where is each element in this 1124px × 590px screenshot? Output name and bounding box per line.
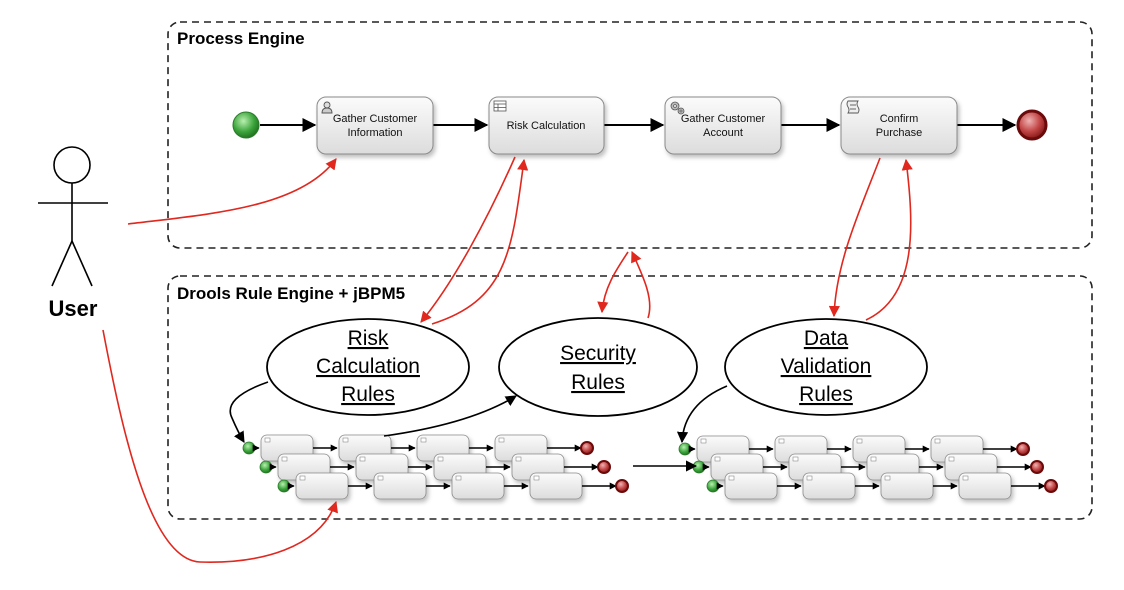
- mini-end-event: [1044, 479, 1058, 493]
- mini-start-event: [692, 460, 706, 474]
- mini-task-icon: [962, 475, 969, 481]
- mini-start-event: [242, 441, 256, 455]
- mini-task-icon: [806, 475, 813, 481]
- task4-label-line2: Purchase: [876, 127, 922, 139]
- rule-engine-title: Drools Rule Engine + jBPM5: [177, 284, 405, 303]
- task3-label-line1: Gather Customer: [681, 113, 766, 125]
- red-user-to-mini-process: [102, 329, 338, 563]
- task3-label-line2: Account: [703, 127, 743, 139]
- mini-task-icon: [856, 438, 863, 444]
- rule2-line1: Security: [560, 342, 636, 365]
- red-risk-task-to-risk-rules: [420, 156, 516, 323]
- mini-task-icon: [884, 475, 891, 481]
- rule1-line1: Risk: [348, 327, 389, 350]
- task-gather-customer-information[interactable]: [316, 96, 434, 155]
- mini-start-event: [259, 460, 273, 474]
- red-user-to-gather-info: [127, 158, 337, 225]
- task4-label-line1: Confirm: [880, 113, 919, 125]
- mini-task-icon: [728, 475, 735, 481]
- mini-process-row: [277, 472, 629, 500]
- red-engine-to-security-rules: [597, 251, 629, 314]
- actor-label: User: [49, 296, 98, 321]
- end-event: [1016, 109, 1048, 141]
- mini-start-event: [706, 479, 720, 493]
- mini-task-icon: [533, 475, 540, 481]
- mini-task-icon: [264, 437, 271, 443]
- rule-security[interactable]: Security Rules: [498, 317, 698, 417]
- mini-end-event: [580, 441, 594, 455]
- script-icon: [846, 100, 860, 114]
- rule-data-validation[interactable]: Data Validation Rules: [724, 318, 928, 416]
- mini-task-icon: [498, 437, 505, 443]
- mini-task-icon: [778, 438, 785, 444]
- task-confirm-purchase[interactable]: [840, 96, 958, 155]
- red-security-rules-to-engine: [631, 250, 651, 319]
- mini-task-icon: [281, 456, 288, 462]
- mini-task-icon: [437, 456, 444, 462]
- task1-label-line1: Gather Customer: [333, 113, 418, 125]
- mini-end-event: [615, 479, 629, 493]
- mini-start-event: [277, 479, 291, 493]
- user-icon: [321, 101, 333, 114]
- task2-label-line1: Risk Calculation: [507, 120, 586, 132]
- rule3-line1: Data: [804, 327, 849, 350]
- process-engine-title: Process Engine: [177, 29, 305, 48]
- connector-risk-rules-to-mini: [229, 381, 269, 443]
- mini-task-icon: [377, 475, 384, 481]
- rule1-line3: Rules: [341, 383, 395, 406]
- rule3-line3: Rules: [799, 383, 853, 406]
- mini-task-icon: [342, 437, 349, 443]
- mini-end-event: [597, 460, 611, 474]
- mini-task-icon: [700, 438, 707, 444]
- red-confirm-to-validation-rules: [828, 157, 881, 318]
- task-risk-calculation[interactable]: [488, 96, 605, 155]
- mini-task-icon: [934, 438, 941, 444]
- actor-head: [53, 146, 91, 184]
- task-gather-customer-account[interactable]: [664, 96, 782, 155]
- user-actor: [38, 146, 108, 287]
- gear-icon: [670, 101, 685, 115]
- task1-label-line2: Information: [347, 127, 402, 139]
- connector-mini-to-security-rules: [383, 395, 517, 437]
- connector-validation-rules-to-mini: [676, 385, 728, 444]
- mini-end-event: [1030, 460, 1044, 474]
- rule3-line2: Validation: [781, 355, 872, 378]
- mini-start-event: [678, 442, 692, 456]
- mini-task-icon: [420, 437, 427, 443]
- mini-task-icon: [359, 456, 366, 462]
- rule-risk-calculation[interactable]: Risk Calculation Rules: [266, 318, 470, 416]
- mini-end-event: [1016, 442, 1030, 456]
- mini-task-icon: [299, 475, 306, 481]
- rule1-line2: Calculation: [316, 355, 420, 378]
- red-risk-rules-to-risk-task: [431, 158, 529, 325]
- mini-process-group-right: [678, 435, 1058, 500]
- table-icon: [493, 100, 507, 112]
- mini-process-group-left: [242, 434, 629, 500]
- mini-task-icon: [515, 456, 522, 462]
- red-validation-rules-to-confirm: [865, 158, 913, 321]
- mini-process-row: [242, 434, 594, 462]
- rule2-line2: Rules: [571, 371, 625, 394]
- process-engine-lane: [167, 21, 1093, 249]
- start-event: [232, 111, 260, 139]
- rule-engine-lane: [167, 275, 1093, 520]
- mini-task-icon: [792, 456, 799, 462]
- mini-process-row: [706, 472, 1058, 500]
- mini-task-icon: [455, 475, 462, 481]
- mini-task-icon: [714, 456, 721, 462]
- mini-task-icon: [948, 456, 955, 462]
- mini-task-icon: [870, 456, 877, 462]
